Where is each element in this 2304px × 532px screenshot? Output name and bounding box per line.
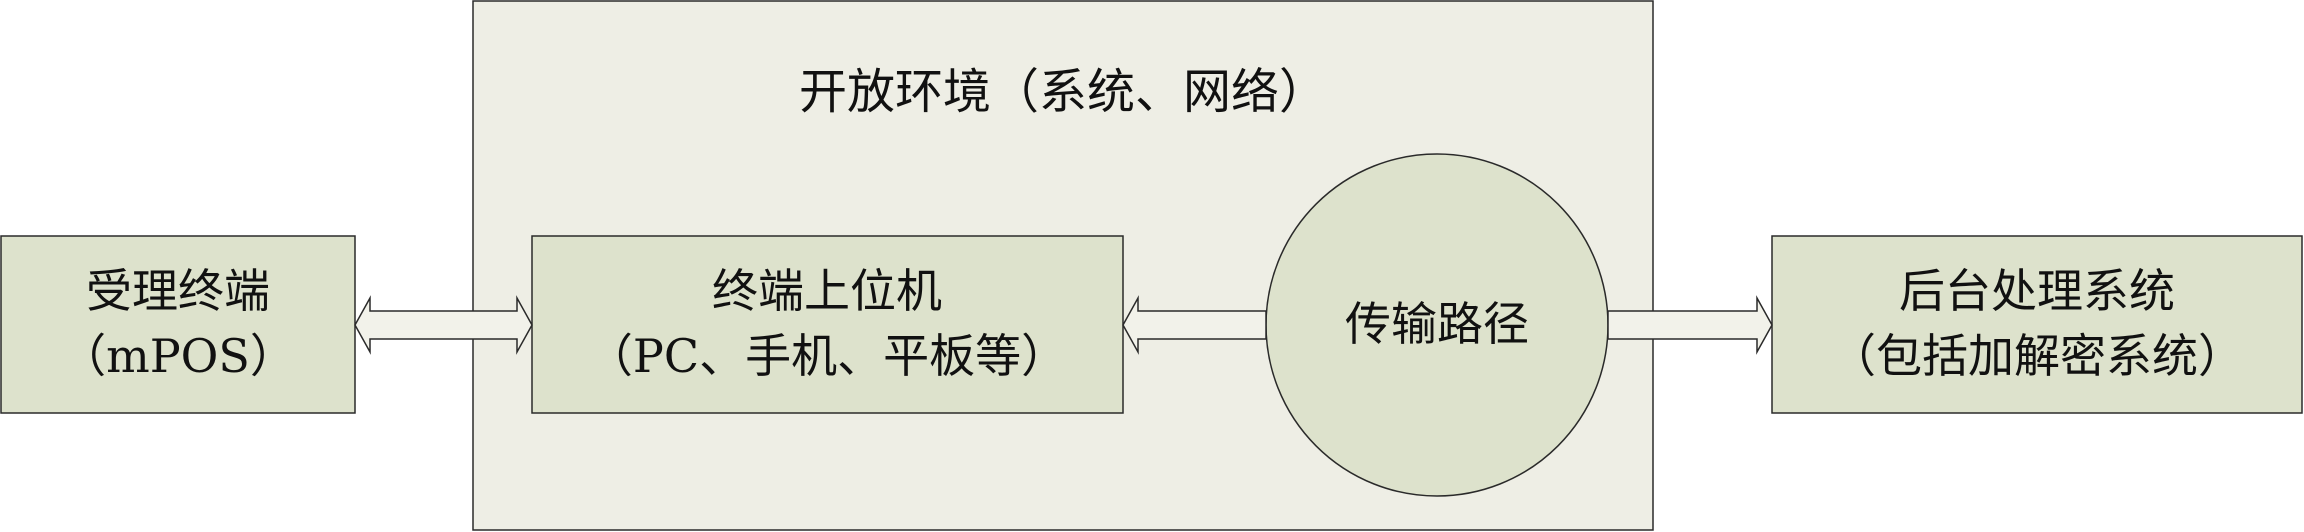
- backend-system-sublabel: （包括加解密系统）: [1830, 329, 2244, 383]
- terminal-host-box: [531, 235, 1124, 414]
- transport-to-host-arrow: [1122, 295, 1267, 355]
- terminal-host-double-arrow: [354, 295, 533, 355]
- acceptance-terminal-box: [0, 235, 356, 414]
- terminal-host-label: 终端上位机: [712, 264, 942, 318]
- backend-system-box: [1771, 235, 2303, 414]
- transmission-path-label: 传输路径: [1345, 297, 1529, 351]
- acceptance-terminal-sublabel: （mPOS）: [60, 329, 296, 383]
- acceptance-terminal-label: 受理终端: [86, 264, 270, 318]
- backend-system-label: 后台处理系统: [1899, 264, 2175, 318]
- terminal-host-sublabel: （PC、手机、平板等）: [587, 329, 1067, 383]
- transport-to-backend-arrow: [1607, 295, 1773, 355]
- open-environment-title: 开放环境（系统、网络）: [799, 64, 1327, 120]
